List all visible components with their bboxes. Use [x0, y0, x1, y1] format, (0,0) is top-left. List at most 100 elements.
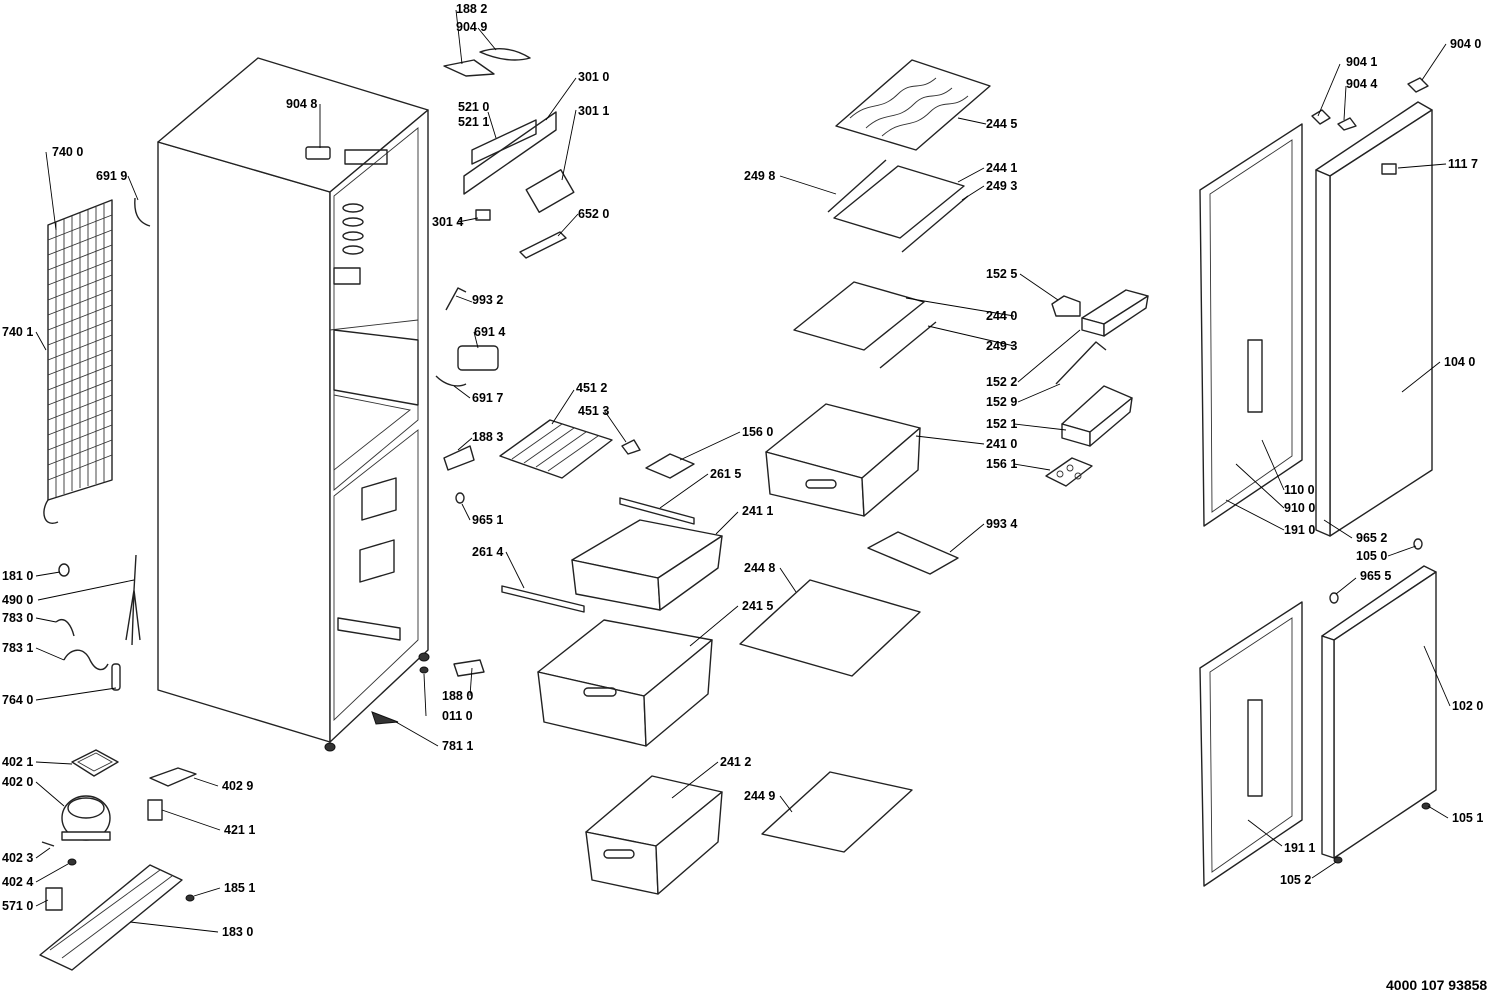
- label-1051: 105 1: [1452, 811, 1483, 825]
- label-9040: 904 0: [1450, 37, 1481, 51]
- drawer-2411: [571, 519, 723, 611]
- shelf-2441: [833, 165, 965, 239]
- grid-4512: [499, 419, 613, 479]
- label-1880: 188 0: [442, 689, 473, 703]
- label-1529: 152 9: [986, 395, 1017, 409]
- label-1020: 102 0: [1452, 699, 1483, 713]
- label-4024: 402 4: [2, 875, 33, 889]
- hinge-1880: [453, 659, 485, 677]
- label-9652: 965 2: [1356, 531, 1387, 545]
- label-1910: 191 0: [1284, 523, 1315, 537]
- relay-4211: [147, 799, 163, 821]
- label-6914: 691 4: [474, 325, 505, 339]
- label-9100: 910 0: [1284, 501, 1315, 515]
- label-4513: 451 3: [578, 404, 609, 418]
- bolt-9655: [1329, 592, 1339, 604]
- label-1522: 152 2: [986, 375, 1017, 389]
- label-4029: 402 9: [222, 779, 253, 793]
- label-3011: [525, 169, 575, 213]
- label-5211: 521 1: [458, 115, 489, 129]
- label-7830: 783 0: [2, 611, 33, 625]
- upper-door: [1315, 101, 1433, 537]
- compressor: [61, 795, 111, 841]
- strip-2493a: [901, 195, 969, 253]
- label-7401: 740 1: [2, 325, 33, 339]
- label-1050: 105 0: [1356, 549, 1387, 563]
- label-4211: 421 1: [224, 823, 255, 837]
- label-1117: 111 7: [1448, 157, 1478, 171]
- shelf-2448: [739, 579, 921, 677]
- power-cord: [125, 554, 141, 646]
- label-1883: 188 3: [472, 430, 503, 444]
- label-7831: 783 1: [2, 641, 33, 655]
- bin-1525: [1051, 295, 1081, 317]
- door-gasket-1911: [1199, 601, 1303, 887]
- bar-1529: [1055, 341, 1107, 385]
- label-9651: 965 1: [472, 513, 503, 527]
- wire-6917: [435, 375, 467, 387]
- hinge-1882: [443, 59, 495, 77]
- hinge-1883: [443, 445, 475, 471]
- control-panel: [463, 111, 557, 195]
- label-4021: 402 1: [2, 755, 33, 769]
- dryer-filter: [111, 663, 121, 691]
- label-2493a: 249 3: [986, 179, 1017, 193]
- label-5710: 571 0: [2, 899, 33, 913]
- label-4512: 451 2: [576, 381, 607, 395]
- bolt-1051: [1421, 802, 1431, 810]
- wedge-7811: [371, 711, 399, 725]
- label-1911: 191 1: [1284, 841, 1315, 855]
- label-9655: 965 5: [1360, 569, 1391, 583]
- label-9041: 904 1: [1346, 55, 1377, 69]
- shelf-2449: [761, 771, 913, 853]
- label-2449: 244 9: [744, 789, 775, 803]
- cap-9044: [1337, 117, 1357, 131]
- label-0110: 011 0: [442, 709, 473, 723]
- leader-lines: [35, 9, 1451, 933]
- label-3011: 301 1: [578, 104, 609, 118]
- strip-2493b: [879, 321, 937, 369]
- label-2498: 249 8: [744, 169, 775, 183]
- label-7811: 781 1: [442, 739, 473, 753]
- drain-tube: [134, 197, 151, 227]
- rail-2614: [501, 585, 585, 613]
- label-1560: 156 0: [742, 425, 773, 439]
- wire-9932: [445, 287, 467, 311]
- hinge-cover: [305, 146, 331, 160]
- shelf-2440: [793, 281, 925, 351]
- label-1851: 185 1: [224, 881, 255, 895]
- label-9934: 993 4: [986, 517, 1017, 531]
- wine-rack: [835, 59, 991, 151]
- label-2410: 241 0: [986, 437, 1017, 451]
- label-2493b: 249 3: [986, 339, 1017, 353]
- spring-4023: [41, 841, 55, 847]
- label-9044: 904 4: [1346, 77, 1377, 91]
- handle-9049: [479, 47, 531, 61]
- label-2615: 261 5: [710, 467, 741, 481]
- bolt-1052: [1333, 856, 1343, 864]
- base-frame: [39, 864, 183, 971]
- drawer-2410: [765, 403, 921, 517]
- clip-7830: [55, 618, 75, 637]
- label-1810: 181 0: [2, 569, 33, 583]
- cap-9040: [1407, 77, 1429, 93]
- label-2448: 244 8: [744, 561, 775, 575]
- bolt-9651: [455, 492, 465, 504]
- label-2412: 241 2: [720, 755, 751, 769]
- label-2415: 241 5: [742, 599, 773, 613]
- screw-1851: [185, 894, 195, 902]
- label-1521: 152 1: [986, 417, 1017, 431]
- label-4023: 402 3: [2, 851, 33, 865]
- drawer-2412: [585, 775, 723, 895]
- tray-9934: [867, 531, 959, 575]
- label-2445: 244 5: [986, 117, 1017, 131]
- label-2411: 241 1: [742, 504, 773, 518]
- bin-1522: [1081, 289, 1149, 337]
- clip-7831: [63, 649, 109, 671]
- board-5210: [471, 119, 537, 165]
- document-number: 4000 107 93858: [1386, 977, 1487, 993]
- foot-4024: [67, 858, 77, 866]
- label-6919: 691 9: [96, 169, 127, 183]
- condenser-coil: [43, 199, 113, 524]
